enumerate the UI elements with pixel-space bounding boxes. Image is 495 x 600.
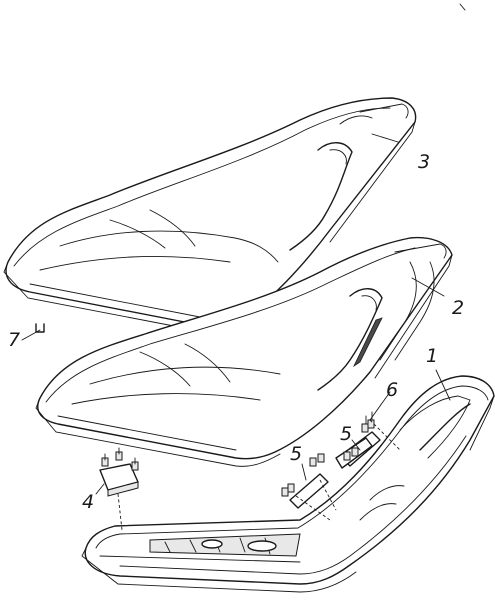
callout-5-right: 5 [340,423,352,445]
staple-part [21,323,45,341]
callout-1: 1 [426,345,438,367]
callout-4: 4 [82,491,94,513]
leader-2 [411,277,445,297]
callout-3: 3 [418,151,430,173]
corner-mark [459,3,466,11]
callout-6: 6 [386,379,398,401]
mounting-bracket-part [99,447,139,531]
leader-6 [369,391,391,421]
callout-5-left: 5 [290,443,302,465]
seat-base-part [81,375,495,593]
seat-foam-part [35,236,453,467]
leader-4 [95,483,105,495]
bracket-left-part [281,453,337,521]
leader-3 [371,133,399,143]
leader-5a [351,439,361,451]
callout-2: 2 [452,297,464,319]
leader-5b [301,463,307,481]
callout-7: 7 [8,329,20,351]
leader-1 [435,369,451,401]
